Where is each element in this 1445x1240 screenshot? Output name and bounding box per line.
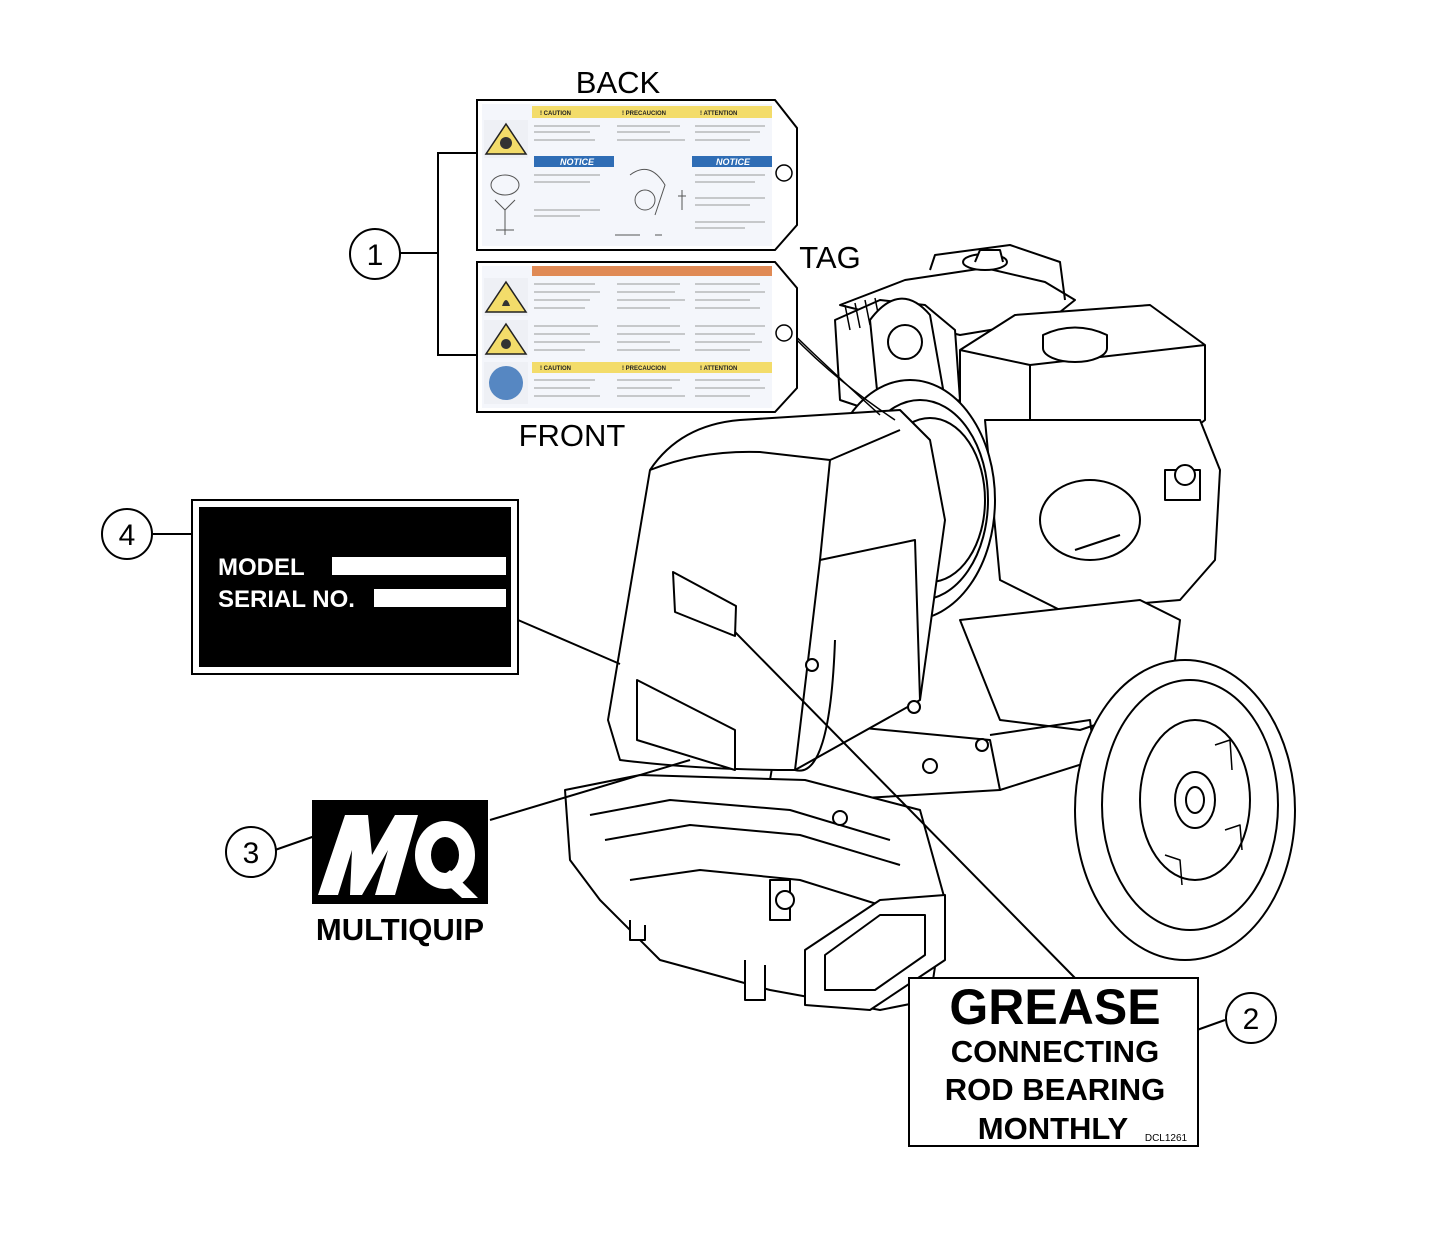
svg-text:! ATTENTION: ! ATTENTION — [700, 111, 737, 117]
notice-bar-fr — [692, 156, 772, 167]
caution-header-es — [614, 106, 692, 118]
svg-text:2: 2 — [1243, 1003, 1260, 1036]
caution-header-fr — [692, 106, 772, 118]
tag-front: ! CAUTION ! PRECAUCION ! ATTENTION — [476, 261, 798, 413]
svg-text:NOTICE: NOTICE — [560, 157, 595, 167]
decal-logo: MULTIQUIP — [312, 800, 488, 947]
mq-monogram-q — [415, 821, 478, 898]
decal-grease-location — [672, 571, 737, 637]
svg-text:! ATTENTION: ! ATTENTION — [700, 366, 737, 372]
svg-text:NOTICE: NOTICE — [716, 157, 751, 167]
fire-hazard-icon — [484, 280, 528, 313]
mq-monogram-m — [318, 815, 418, 895]
serial-label: SERIAL NO. — [218, 586, 355, 613]
svg-text:ROD BEARING: ROD BEARING — [945, 1072, 1165, 1107]
serial-field — [374, 589, 506, 607]
caution-header-en — [532, 106, 614, 118]
svg-text:! PRECAUCION: ! PRECAUCION — [622, 366, 666, 372]
svg-text:1: 1 — [367, 239, 384, 272]
decal-id-plate: MODEL SERIAL NO. — [191, 499, 519, 675]
leader-lines — [153, 152, 1226, 1031]
label-front: FRONT — [519, 418, 626, 453]
decal-grease: GREASE CONNECTING ROD BEARING MONTHLY DC… — [908, 977, 1199, 1147]
notice-bar-en — [534, 156, 614, 167]
model-field — [332, 557, 506, 575]
brand-name: MULTIQUIP — [316, 912, 484, 947]
svg-text:! CAUTION: ! CAUTION — [540, 111, 571, 117]
callout-4: 4 — [101, 508, 153, 560]
callout-1: 1 — [349, 228, 401, 280]
label-back: BACK — [576, 65, 661, 100]
tag-back: ! CAUTION ! PRECAUCION ! ATTENTION NOTIC… — [476, 99, 798, 251]
label-tag: TAG — [799, 240, 860, 275]
decal-logo-location — [636, 679, 736, 771]
svg-text:GREASE: GREASE — [949, 979, 1160, 1035]
model-label: MODEL — [218, 554, 305, 581]
svg-text:4: 4 — [119, 519, 136, 552]
svg-text:! PRECAUCION: ! PRECAUCION — [622, 111, 666, 117]
svg-text:! CAUTION: ! CAUTION — [540, 366, 571, 372]
warning-header-bar — [532, 266, 772, 276]
svg-text:CONNECTING: CONNECTING — [951, 1034, 1159, 1069]
manual-icon — [489, 366, 523, 400]
decal-code: DCL1261 — [1145, 1133, 1188, 1144]
callout-2: 2 — [1225, 992, 1277, 1044]
pump-illustration — [564, 244, 1296, 1011]
callout-3: 3 — [225, 826, 277, 878]
svg-text:3: 3 — [243, 837, 260, 870]
svg-text:MONTHLY: MONTHLY — [978, 1111, 1129, 1146]
